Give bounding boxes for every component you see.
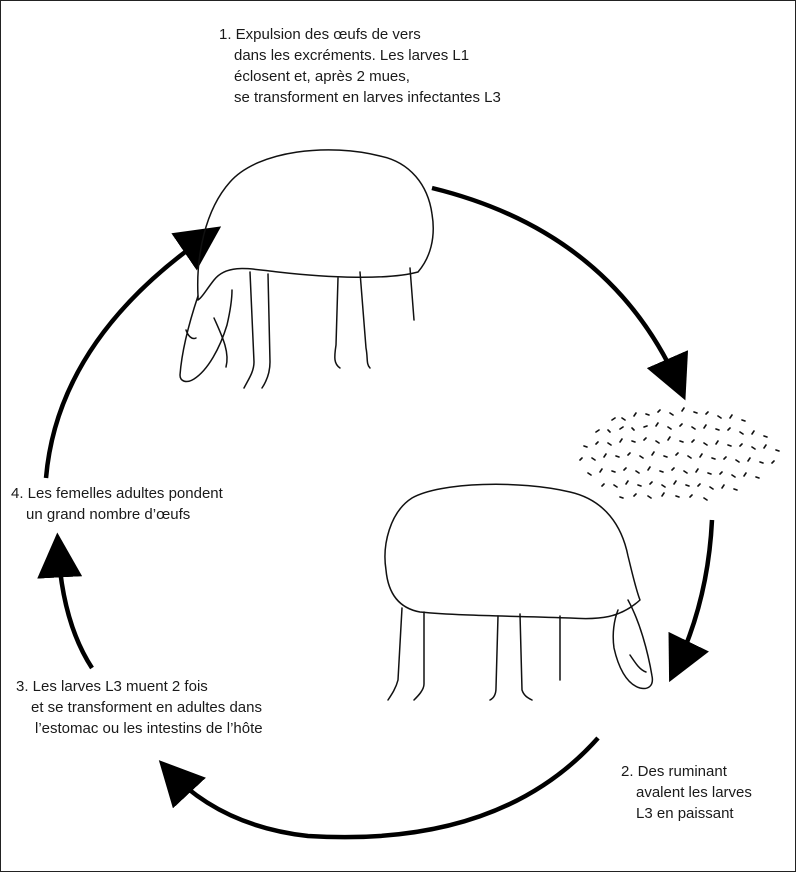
arrow-step3-to-step4 (37, 532, 94, 670)
step-1-label: 1. Expulsion des œufs de vers dans les e… (219, 24, 501, 108)
step-1-line-3: éclosent et, après 2 mues, (234, 68, 410, 85)
step-4-label: 4. Les femelles adultes pondent un grand… (11, 483, 223, 525)
step-2-line-1: 2. Des ruminant (621, 763, 727, 780)
sheep-grazing-right-illustration (384, 483, 654, 701)
step-3-line-2: et se transforment en adultes dans (31, 699, 262, 716)
step-2-label: 2. Des ruminant avalent les larves L3 en… (621, 761, 752, 824)
worm-eggs-in-dung-illustration (579, 407, 780, 501)
step-1-line-2: dans les excréments. Les larves L1 (234, 47, 470, 64)
step-4-line-1: 4. Les femelles adultes pondent (11, 485, 223, 502)
step-2-line-2: avalent les larves (636, 784, 752, 801)
arrow-step2-to-step3 (158, 736, 600, 840)
step-1-line-4: se transforment en larves infectantes L3 (234, 89, 501, 106)
step-3-line-1: 3. Les larves L3 muent 2 fois (16, 678, 208, 695)
step-1-line-1: 1. Expulsion des œufs de vers (219, 26, 421, 43)
step-4-line-2: un grand nombre d’œufs (26, 506, 191, 523)
step-3-label: 3. Les larves L3 muent 2 fois et se tran… (16, 676, 263, 739)
step-3-line-3: l’estomac ou les intestins de l’hôte (35, 720, 263, 737)
step-2-line-3: L3 en paissant (636, 805, 734, 822)
arrow-step4-to-step1 (43, 226, 222, 479)
arrow-step1-to-step2 (431, 185, 689, 401)
sheep-grazing-left-illustration (179, 149, 434, 389)
arrow-eggs-to-sheep (668, 519, 715, 683)
